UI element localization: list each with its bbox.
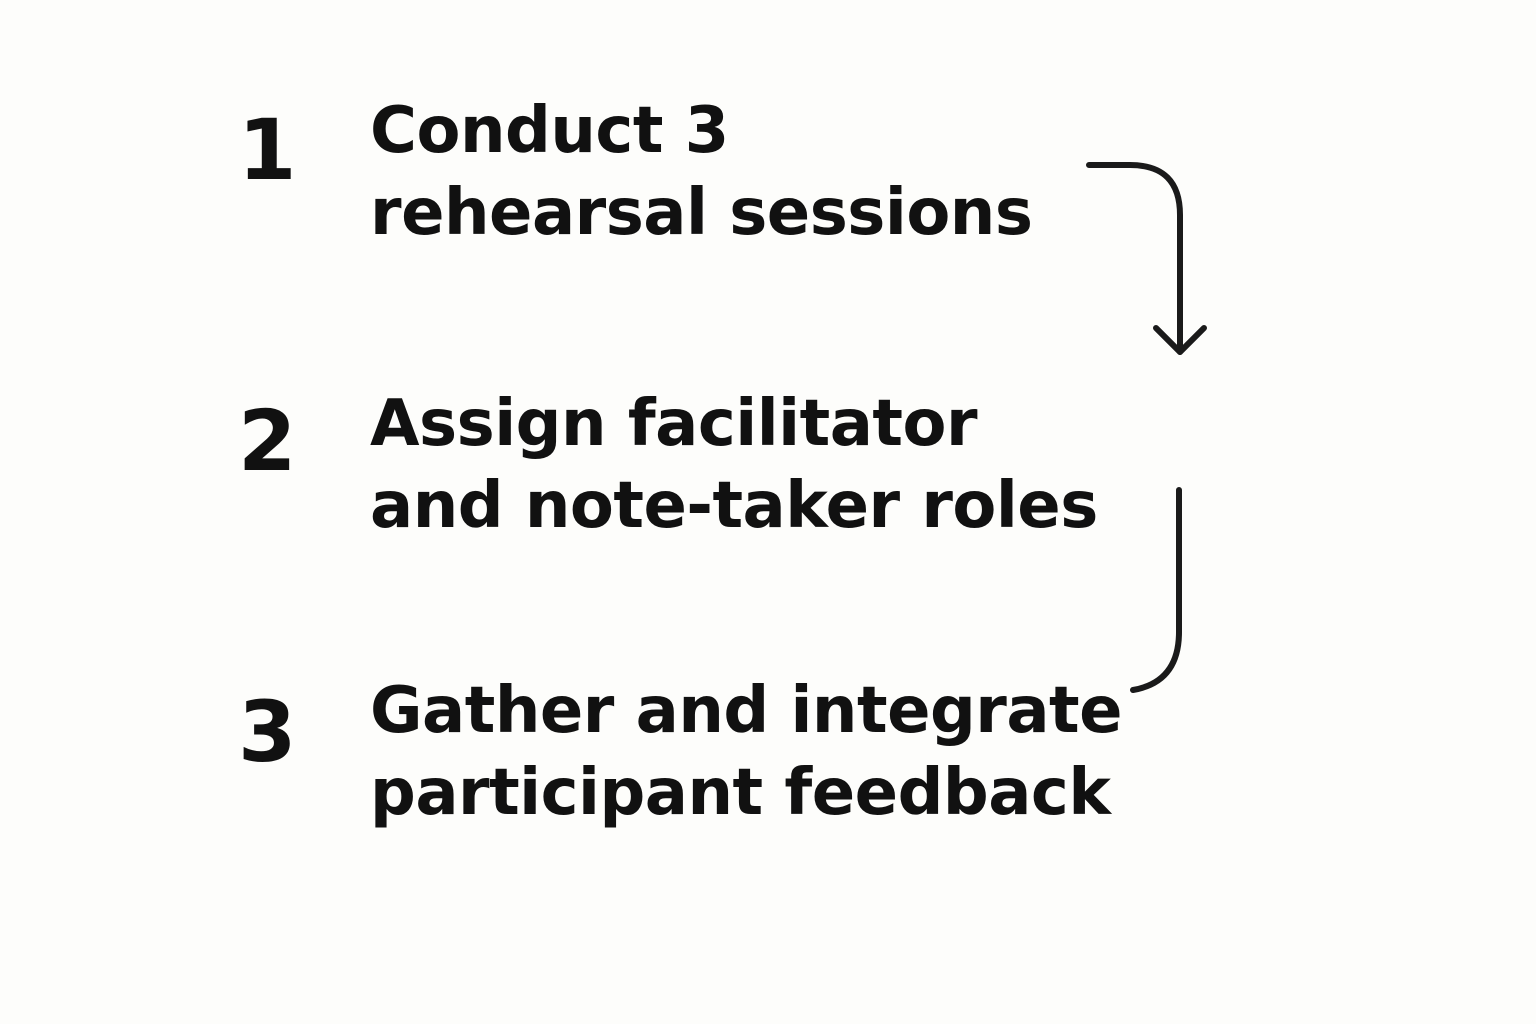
step-3: 3 Gather and integrate participant feedb… — [0, 670, 1536, 870]
step-label: Assign facilitator and note-taker roles — [370, 383, 1130, 547]
step-label-line: Conduct 3 — [370, 94, 729, 168]
arrowhead-down-icon — [1153, 325, 1207, 355]
step-label-line: Assign facilitator — [370, 387, 978, 461]
step-number: 2 — [238, 392, 297, 490]
step-label-line: and note-taker roles — [370, 469, 1098, 543]
step-label-line: participant feedback — [370, 756, 1111, 830]
step-label-line: Gather and integrate — [370, 674, 1123, 748]
step-2: 2 Assign facilitator and note-taker role… — [0, 383, 1536, 583]
step-label: Gather and integrate participant feedbac… — [370, 670, 1130, 834]
step-label: Conduct 3 rehearsal sessions — [370, 90, 1130, 254]
step-1: 1 Conduct 3 rehearsal sessions — [0, 90, 1536, 290]
step-number: 1 — [238, 101, 297, 199]
step-label-line: rehearsal sessions — [370, 176, 1033, 250]
step-number: 3 — [238, 683, 297, 781]
